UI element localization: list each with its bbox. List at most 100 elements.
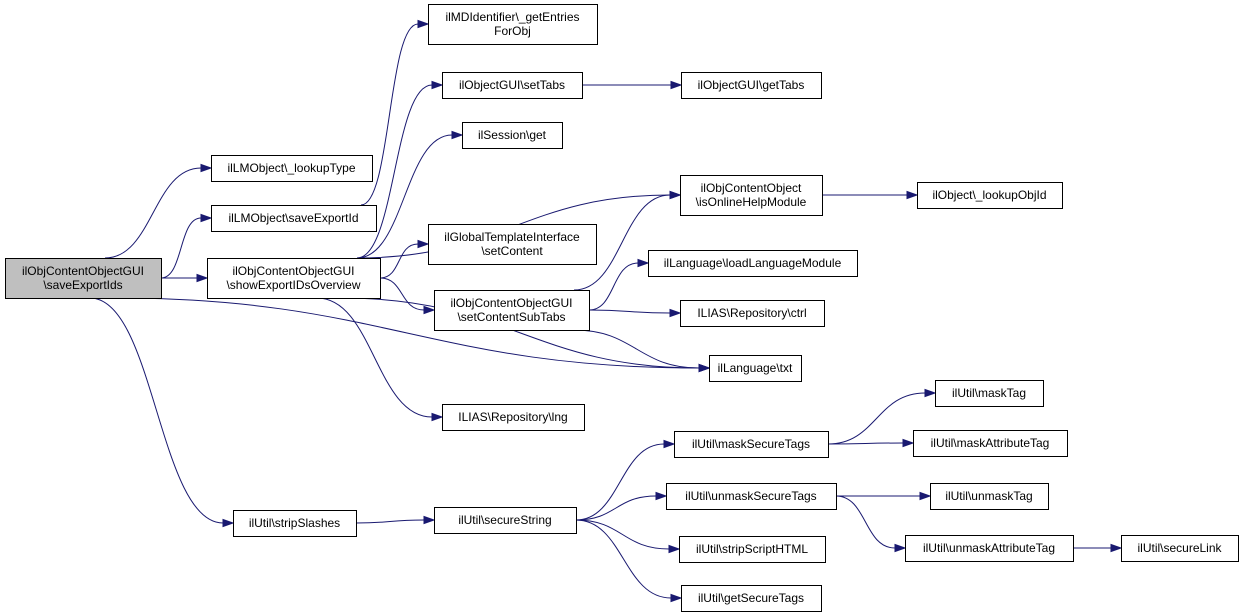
node-get-tabs[interactable]: ilObjectGUI\getTabs xyxy=(681,72,822,99)
node-box xyxy=(434,507,577,534)
arrowhead xyxy=(670,80,683,90)
node-unmask-attribute-tag[interactable]: ilUtil\unmaskAttributeTag xyxy=(905,535,1074,562)
node-label: ilUtil\getSecureTags xyxy=(698,591,804,605)
node-root[interactable]: ilObjContentObjectGUI\saveExportIds xyxy=(5,258,162,299)
edge-strip-slashes-to-secure-string xyxy=(355,519,425,524)
node-lookup-type[interactable]: ilLMObject\_lookupType xyxy=(211,155,373,182)
node-get-secure-tags[interactable]: ilUtil\getSecureTags xyxy=(681,585,822,612)
edge-root-to-lookup-type xyxy=(104,167,202,259)
arrowhead xyxy=(663,439,676,449)
node-box xyxy=(680,175,823,216)
arrowhead xyxy=(894,543,907,553)
node-label: ilUtil\maskSecureTags xyxy=(692,437,810,451)
node-unmask-secure-tags[interactable]: ilUtil\unmaskSecureTags xyxy=(666,483,837,510)
node-label: ilUtil\secureString xyxy=(458,513,551,527)
edge-root-to-strip-slashes xyxy=(89,297,224,524)
node-label: \isOnlineHelpModule xyxy=(696,195,807,209)
node-layer: ilObjContentObjectGUI\saveExportIdsilLMO… xyxy=(5,4,1239,612)
arrowhead xyxy=(698,363,711,373)
node-box xyxy=(233,510,357,537)
node-strip-slashes[interactable]: ilUtil\stripSlashes xyxy=(233,510,357,537)
node-box xyxy=(648,250,858,277)
arrowhead xyxy=(431,80,444,90)
node-session-get[interactable]: ilSession\get xyxy=(462,122,563,149)
node-label: \setContentSubTabs xyxy=(457,310,565,324)
node-box xyxy=(681,585,822,612)
node-label: ILIAS\Repository\ctrl xyxy=(697,306,806,320)
node-box xyxy=(211,155,373,182)
node-save-export-id[interactable]: ilLMObject\saveExportId xyxy=(211,205,377,232)
arrowhead xyxy=(668,544,681,554)
node-mask-attribute-tag[interactable]: ilUtil\maskAttributeTag xyxy=(913,430,1068,457)
node-label: ilGlobalTemplateInterface xyxy=(444,230,580,244)
node-box xyxy=(709,355,802,382)
node-secure-string[interactable]: ilUtil\secureString xyxy=(434,507,577,534)
node-lang-txt[interactable]: ilLanguage\txt xyxy=(709,355,802,382)
node-set-content-sub-tabs[interactable]: ilObjContentObjectGUI\setContentSubTabs xyxy=(434,290,590,331)
node-box xyxy=(930,483,1049,510)
node-set-tabs[interactable]: ilObjectGUI\setTabs xyxy=(442,72,583,99)
arrowhead xyxy=(1110,543,1123,553)
node-is-online-help[interactable]: ilObjContentObject\isOnlineHelpModule xyxy=(680,175,823,216)
arrowhead xyxy=(451,130,464,140)
arrowhead xyxy=(431,412,444,422)
node-label: \saveExportIds xyxy=(43,278,122,292)
arrowhead xyxy=(906,190,919,200)
node-box xyxy=(681,72,822,99)
node-label: ilUtil\maskAttributeTag xyxy=(931,436,1050,450)
arrowhead xyxy=(200,163,213,173)
arrowhead xyxy=(924,388,937,398)
node-box xyxy=(434,290,590,331)
node-repo-lng[interactable]: ILIAS\Repository\lng xyxy=(442,404,585,431)
node-label: ilUtil\stripSlashes xyxy=(249,516,340,530)
edge-mask-secure-tags-to-mask-tag xyxy=(827,392,926,445)
arrowhead xyxy=(669,308,682,318)
node-label: ilObjContentObjectGUI xyxy=(450,296,572,310)
node-box xyxy=(680,300,825,327)
node-box xyxy=(442,72,583,99)
node-box xyxy=(905,535,1074,562)
node-mask-secure-tags[interactable]: ilUtil\maskSecureTags xyxy=(674,431,829,458)
edge-save-export-id-to-md-get-entries xyxy=(360,23,419,206)
node-label: ilUtil\stripScriptHTML xyxy=(696,542,808,556)
node-label: ilObject\_lookupObjId xyxy=(932,188,1046,202)
edge-secure-string-to-mask-secure-tags xyxy=(575,443,665,521)
node-mask-tag[interactable]: ilUtil\maskTag xyxy=(935,380,1044,407)
node-label: ilUtil\maskTag xyxy=(952,386,1026,400)
edge-show-overview-to-set-content-sub-tabs xyxy=(379,277,425,311)
node-box xyxy=(428,224,597,265)
node-repo-ctrl[interactable]: ILIAS\Repository\ctrl xyxy=(680,300,825,327)
node-set-content[interactable]: ilGlobalTemplateInterface\setContent xyxy=(428,224,597,265)
edge-mask-secure-tags-to-mask-attribute-tag xyxy=(827,442,904,445)
arrowhead xyxy=(417,239,430,249)
edge-unmask-secure-tags-to-unmask-attribute-tag xyxy=(835,495,896,549)
node-load-lang-module[interactable]: ilLanguage\loadLanguageModule xyxy=(648,250,858,277)
node-label: ILIAS\Repository\lng xyxy=(458,410,567,424)
node-label: ilUtil\unmaskTag xyxy=(945,489,1032,503)
node-strip-script-html[interactable]: ilUtil\stripScriptHTML xyxy=(679,536,826,563)
arrowhead xyxy=(902,438,915,448)
arrowhead xyxy=(196,273,209,283)
arrowhead xyxy=(417,19,430,29)
edge-secure-string-to-get-secure-tags xyxy=(575,519,672,599)
node-secure-link[interactable]: ilUtil\secureLink xyxy=(1121,535,1239,562)
edge-show-overview-to-lang-txt xyxy=(341,297,700,369)
node-box xyxy=(935,380,1044,407)
node-unmask-tag[interactable]: ilUtil\unmaskTag xyxy=(930,483,1049,510)
edge-set-content-sub-tabs-to-is-online-help xyxy=(573,194,671,291)
node-label: ilObjectGUI\setTabs xyxy=(459,78,565,92)
node-label: ilObjectGUI\getTabs xyxy=(698,78,805,92)
node-label: \setContent xyxy=(481,244,543,258)
node-box xyxy=(666,483,837,510)
arrowhead xyxy=(670,593,683,603)
arrowhead xyxy=(669,190,682,200)
arrowhead xyxy=(200,213,213,223)
node-label: ilObjContentObjectGUI xyxy=(22,264,144,278)
node-lookup-obj-id[interactable]: ilObject\_lookupObjId xyxy=(917,182,1063,209)
node-label: ilLMObject\saveExportId xyxy=(228,211,358,225)
node-show-overview[interactable]: ilObjContentObjectGUI\showExportIDsOverv… xyxy=(207,258,381,299)
edge-secure-string-to-unmask-secure-tags xyxy=(575,495,657,521)
node-box xyxy=(428,4,598,45)
edge-root-to-lang-txt xyxy=(114,297,700,369)
